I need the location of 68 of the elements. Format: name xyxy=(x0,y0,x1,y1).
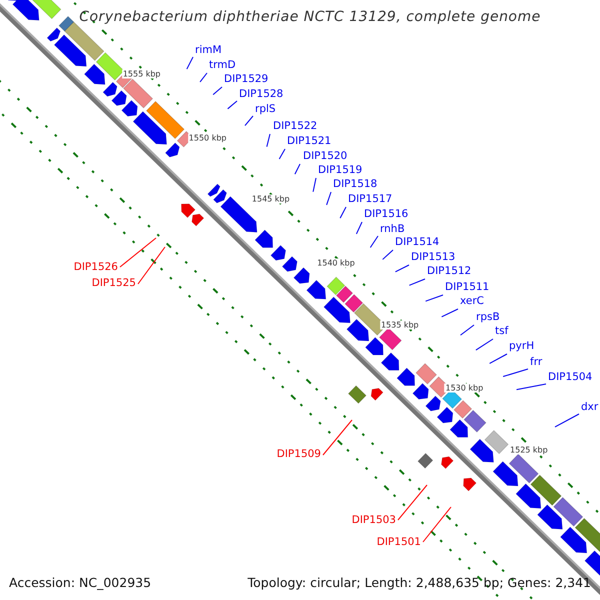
gene-label: DIP1526 xyxy=(74,261,118,274)
scale-label: 1530 kbp xyxy=(444,383,484,392)
leader-line xyxy=(554,414,580,428)
leader-line xyxy=(382,250,394,260)
gene-label: DIP1522 xyxy=(273,120,318,133)
gene-label: rnhB xyxy=(380,223,405,236)
leader-line xyxy=(138,246,166,284)
gene-label: DIP1516 xyxy=(364,208,408,221)
gene-label: tsf xyxy=(495,325,508,338)
gene-label: DIP1512 xyxy=(427,265,472,278)
gene-label: DIP1521 xyxy=(287,135,332,148)
scale-label: 1545 kbp xyxy=(250,194,291,204)
footer-text: Accession: NC_002935 xyxy=(9,575,152,590)
gene-label: DIP1503 xyxy=(352,514,396,527)
gene-label: rpsB xyxy=(476,311,500,324)
leader-line xyxy=(441,308,458,318)
gene-label: DIP1511 xyxy=(445,281,490,294)
gene-label: DIP1509 xyxy=(276,448,321,461)
leader-line xyxy=(502,368,528,378)
footer-text: Topology: circular; Length: 2,488,635 bp; Genes: 2,341 xyxy=(248,575,591,590)
gene-label: frr xyxy=(530,356,542,369)
leader-line xyxy=(408,278,426,286)
leader-line xyxy=(516,384,546,390)
leader-line xyxy=(278,148,286,160)
gene-label: DIP1520 xyxy=(303,150,348,163)
gene-label: xerC xyxy=(460,295,484,308)
leader-line xyxy=(356,222,362,234)
leader-line xyxy=(312,178,316,192)
leader-line xyxy=(186,56,194,70)
leader-line xyxy=(294,164,300,175)
gene-label: dxr xyxy=(581,401,598,414)
leader-line xyxy=(340,206,346,219)
leader-line xyxy=(212,86,222,96)
leader-line xyxy=(266,134,270,148)
gene-label: DIP1518 xyxy=(333,178,378,191)
leader-line xyxy=(244,116,254,126)
gene-label: DIP1528 xyxy=(239,88,284,101)
leader-line xyxy=(370,236,378,248)
scale-label: 1550 kbp xyxy=(188,134,228,143)
leader-line xyxy=(398,484,428,520)
gene-label: rimM xyxy=(195,44,222,57)
leader-line xyxy=(322,420,352,456)
leader-line xyxy=(460,324,474,336)
gene-label: DIP1504 xyxy=(548,371,592,384)
gene-label: rplS xyxy=(255,103,276,116)
scale-label: 1525 kbp xyxy=(509,446,549,455)
gene-label: DIP1514 xyxy=(395,236,440,249)
scale-label: 1540 kbp xyxy=(316,258,356,268)
leader-line xyxy=(489,354,508,364)
gene-label: pyrH xyxy=(509,340,534,353)
leader-line xyxy=(200,72,208,82)
gene-label: DIP1517 xyxy=(348,193,392,206)
leader-line xyxy=(120,238,156,268)
gene-label: trmD xyxy=(209,59,236,72)
leader-line xyxy=(425,294,444,302)
gene-label: DIP1525 xyxy=(92,277,136,290)
title: Corynebacterium diphtheriae NCTC 13129, complete genome xyxy=(78,9,541,25)
leader-line xyxy=(475,338,494,351)
scale-label: 1535 kbp xyxy=(380,320,420,330)
leader-line xyxy=(394,264,410,272)
leader-line xyxy=(326,192,332,206)
scale-label: 1555 kbp xyxy=(122,70,162,78)
gene-label: DIP1529 xyxy=(224,73,268,86)
gene-label: DIP1519 xyxy=(318,164,362,177)
leader-line xyxy=(422,506,452,542)
gene-label: DIP1501 xyxy=(376,536,421,549)
gene-label: DIP1513 xyxy=(411,251,456,264)
leader-line xyxy=(227,100,238,110)
